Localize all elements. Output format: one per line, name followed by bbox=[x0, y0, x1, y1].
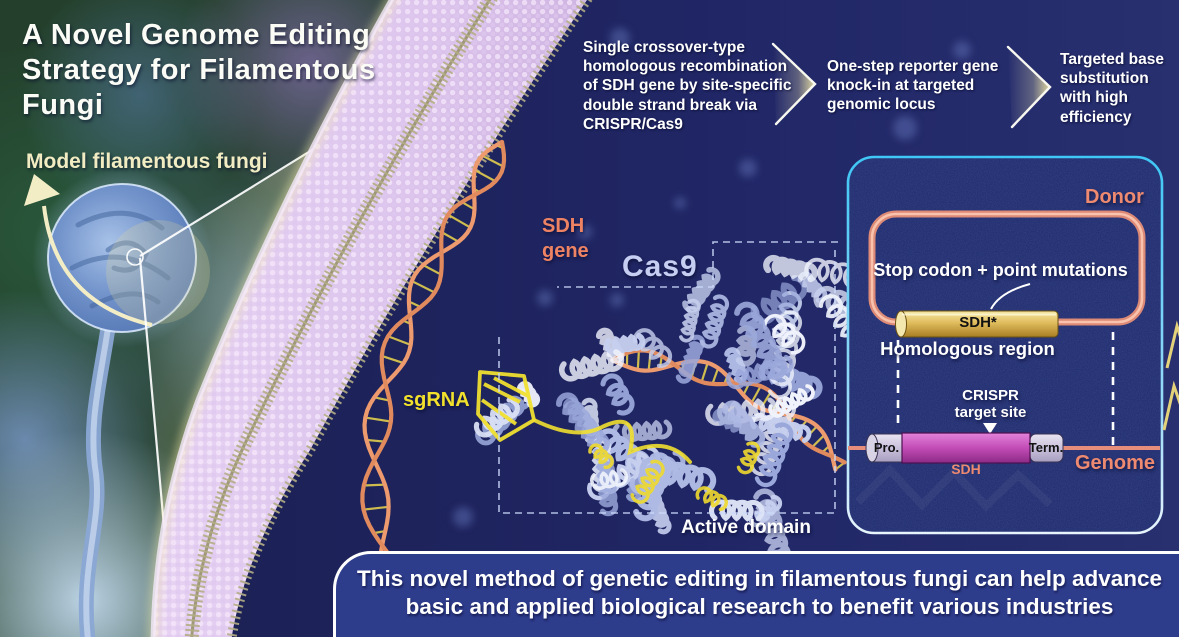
banner-line-1: This novel method of genetic editing in … bbox=[356, 566, 1163, 591]
annotation-pointer-line bbox=[990, 283, 1031, 310]
step-1-text: Single crossover-type homologous recombi… bbox=[583, 39, 792, 133]
promoter-label: Pro. bbox=[873, 440, 900, 455]
sgrna-label: sgRNA bbox=[403, 389, 470, 411]
sdh-gene-box bbox=[901, 432, 1031, 464]
stop-codon-label: Stop codon + point mutations bbox=[873, 260, 1128, 280]
homology-dashed-lines bbox=[896, 332, 1115, 446]
sdh-genome-label: SDH bbox=[951, 461, 981, 477]
donor-genome-panel bbox=[846, 155, 1164, 535]
fungal-spore bbox=[32, 168, 212, 637]
active-domain-outline bbox=[498, 241, 838, 514]
step-3-text: Targeted base substitution with high eff… bbox=[1060, 51, 1164, 126]
donor-label: Donor bbox=[1085, 186, 1144, 208]
zoom-source-circle bbox=[126, 248, 144, 266]
curved-arrow-icon bbox=[24, 174, 153, 327]
active-domain-label: Active domain bbox=[681, 517, 811, 538]
conclusion-banner: This novel method of genetic editing in … bbox=[333, 551, 1179, 637]
crispr-target-site-label: CRISPR target site bbox=[954, 387, 1027, 421]
step-2-text: One-step reporter gene knock-in at targe… bbox=[827, 58, 999, 114]
sdh-star-label: SDH* bbox=[959, 314, 997, 331]
sdh-star-cylinder bbox=[895, 310, 1059, 338]
cas9-label: Cas9 bbox=[622, 250, 698, 283]
genome-construct bbox=[848, 432, 1160, 464]
chevron-right-icon bbox=[771, 42, 817, 126]
sdh-gene-label: SDH gene bbox=[542, 215, 589, 262]
model-fungi-label: Model filamentous fungi bbox=[26, 150, 268, 173]
terminator-label: Term. bbox=[1028, 440, 1064, 455]
banner-line-2: basic and applied biological research to… bbox=[405, 593, 1114, 619]
genome-label: Genome bbox=[1075, 452, 1156, 474]
target-pointer-icon bbox=[983, 423, 997, 434]
homologous-region-label: Homologous region bbox=[880, 338, 1055, 359]
figure-title: A Novel Genome Editing Strategy for Fila… bbox=[22, 19, 376, 121]
chevron-right-icon bbox=[1006, 45, 1052, 129]
